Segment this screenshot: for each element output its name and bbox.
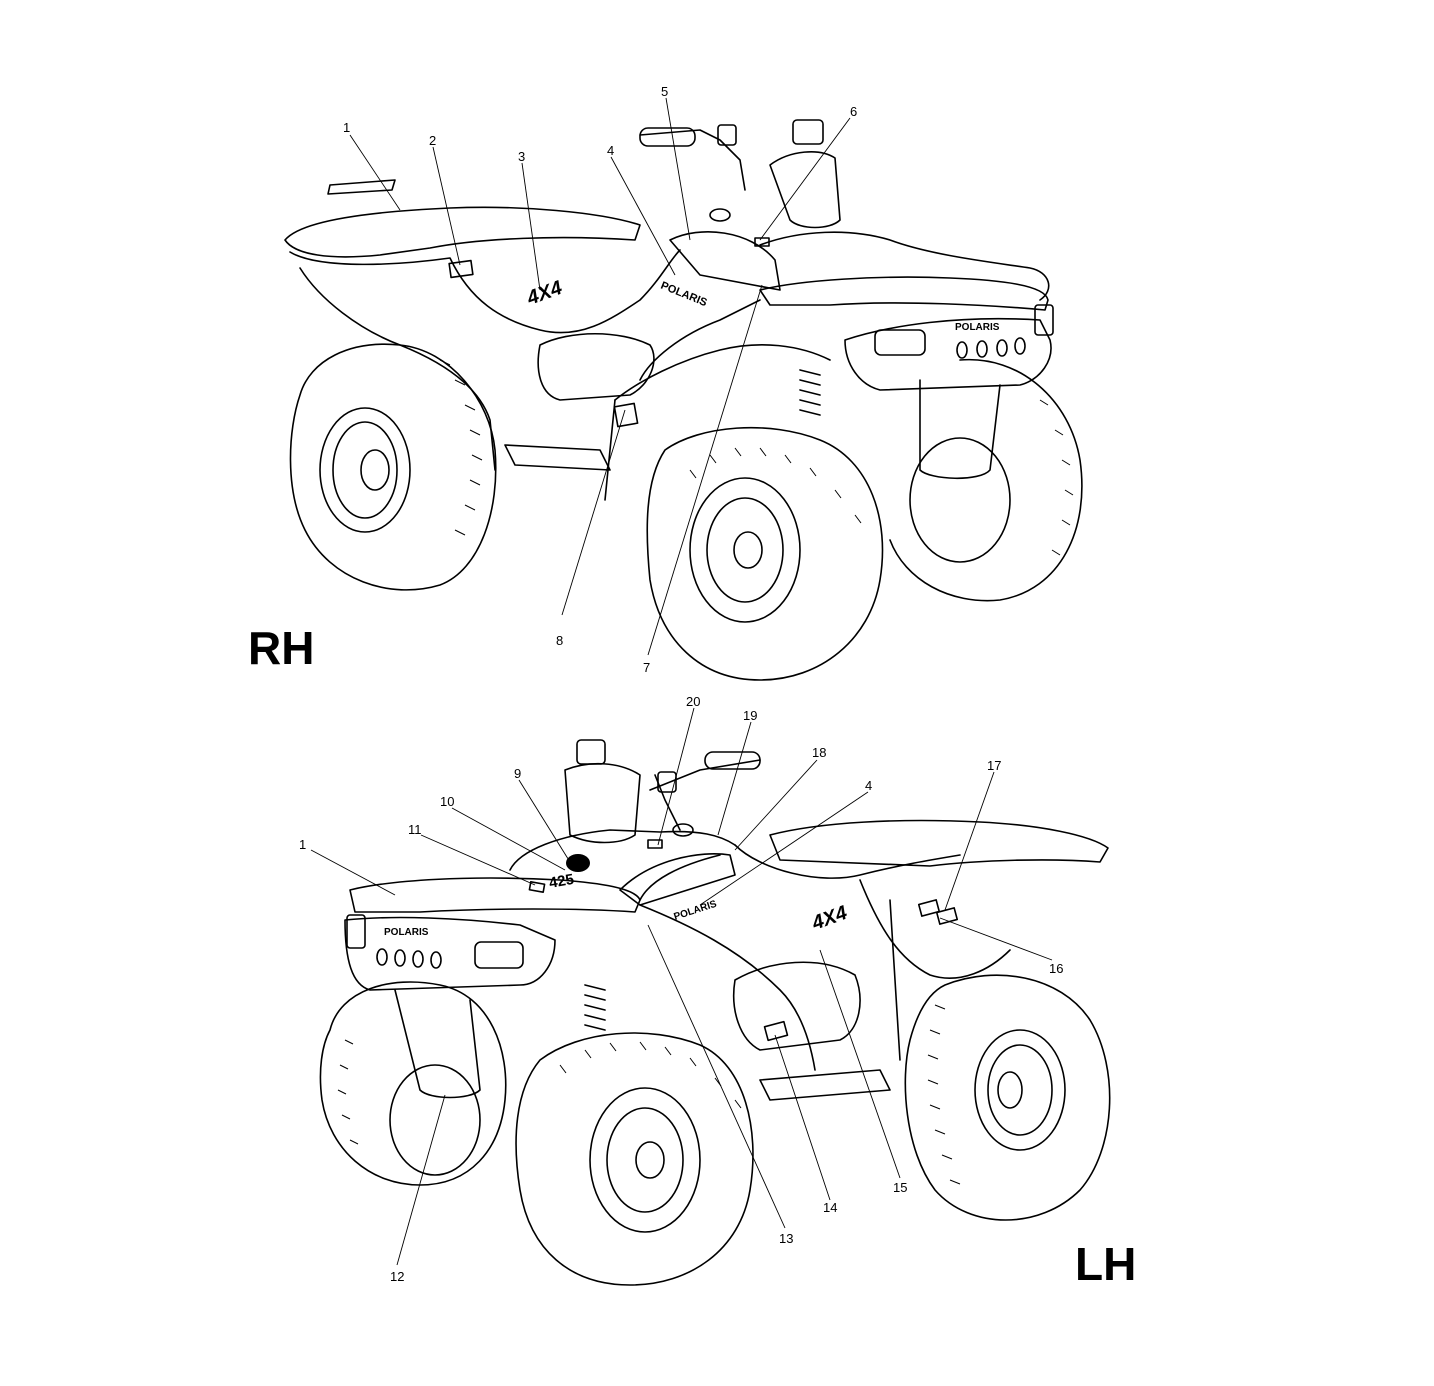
lh-callout-10: 10 [440,794,454,809]
rh-callout-8: 8 [556,633,563,648]
lh-callout-12: 12 [390,1269,404,1284]
lh-callout-19: 19 [743,708,757,723]
lh-leader-lines [310,707,1053,1266]
lh-callout-11: 11 [408,822,422,837]
rh-callout-3: 3 [518,149,525,164]
rh-front-wheel [646,426,884,681]
rh-callout-2: 2 [429,133,436,148]
lh-view-label: LH [1075,1238,1136,1290]
rh-leader-lines [349,97,851,656]
lh-callout-15: 15 [893,1180,907,1195]
rh-callout-4: 4 [607,143,614,158]
lh-front-brand-decal: POLARIS [384,927,429,938]
lh-far-front-wheel [319,981,507,1186]
rh-callout-1: 1 [343,120,350,135]
rh-body [284,119,1054,501]
lh-callout-9: 9 [514,766,521,781]
lh-body [344,739,1109,1101]
rh-callout-6: 6 [850,104,857,119]
rh-front-brand-decal: POLARIS [955,322,1000,333]
lh-callout-18: 18 [812,745,826,760]
lh-callout-17: 17 [987,758,1001,773]
lh-engine-decal: 425 [548,871,576,892]
rh-drive-decal: 4X4 [523,277,565,310]
lh-atv-drawing: POLARIS POLARIS 4X4 425 [319,739,1111,1286]
lh-callout-13: 13 [779,1231,793,1246]
rh-rear-wheel [289,343,497,591]
lh-side-brand-decal: POLARIS [673,899,719,923]
lh-rear-wheel [904,974,1111,1221]
lh-callout-1: 1 [299,837,306,852]
lh-callout-4: 4 [865,778,872,793]
lh-round-decal [566,854,590,872]
rh-callouts: 1 2 3 4 5 6 7 8 [343,84,857,675]
rh-view-label: RH [248,622,314,674]
rh-atv-drawing: POLARIS POLARIS 4X4 [284,119,1083,681]
lh-front-wheel [515,1032,754,1286]
lh-drive-decal: 4X4 [808,902,850,935]
lh-callout-14: 14 [823,1200,837,1215]
rh-far-rear-wheel [889,358,1083,602]
lh-callouts: 1 4 9 10 11 12 13 14 15 16 17 18 19 20 [299,694,1063,1284]
lh-callout-20: 20 [686,694,700,709]
rh-callout-5: 5 [661,84,668,99]
rh-callout-7: 7 [643,660,650,675]
rh-side-brand-decal: POLARIS [659,280,709,309]
lh-callout-16: 16 [1049,961,1063,976]
